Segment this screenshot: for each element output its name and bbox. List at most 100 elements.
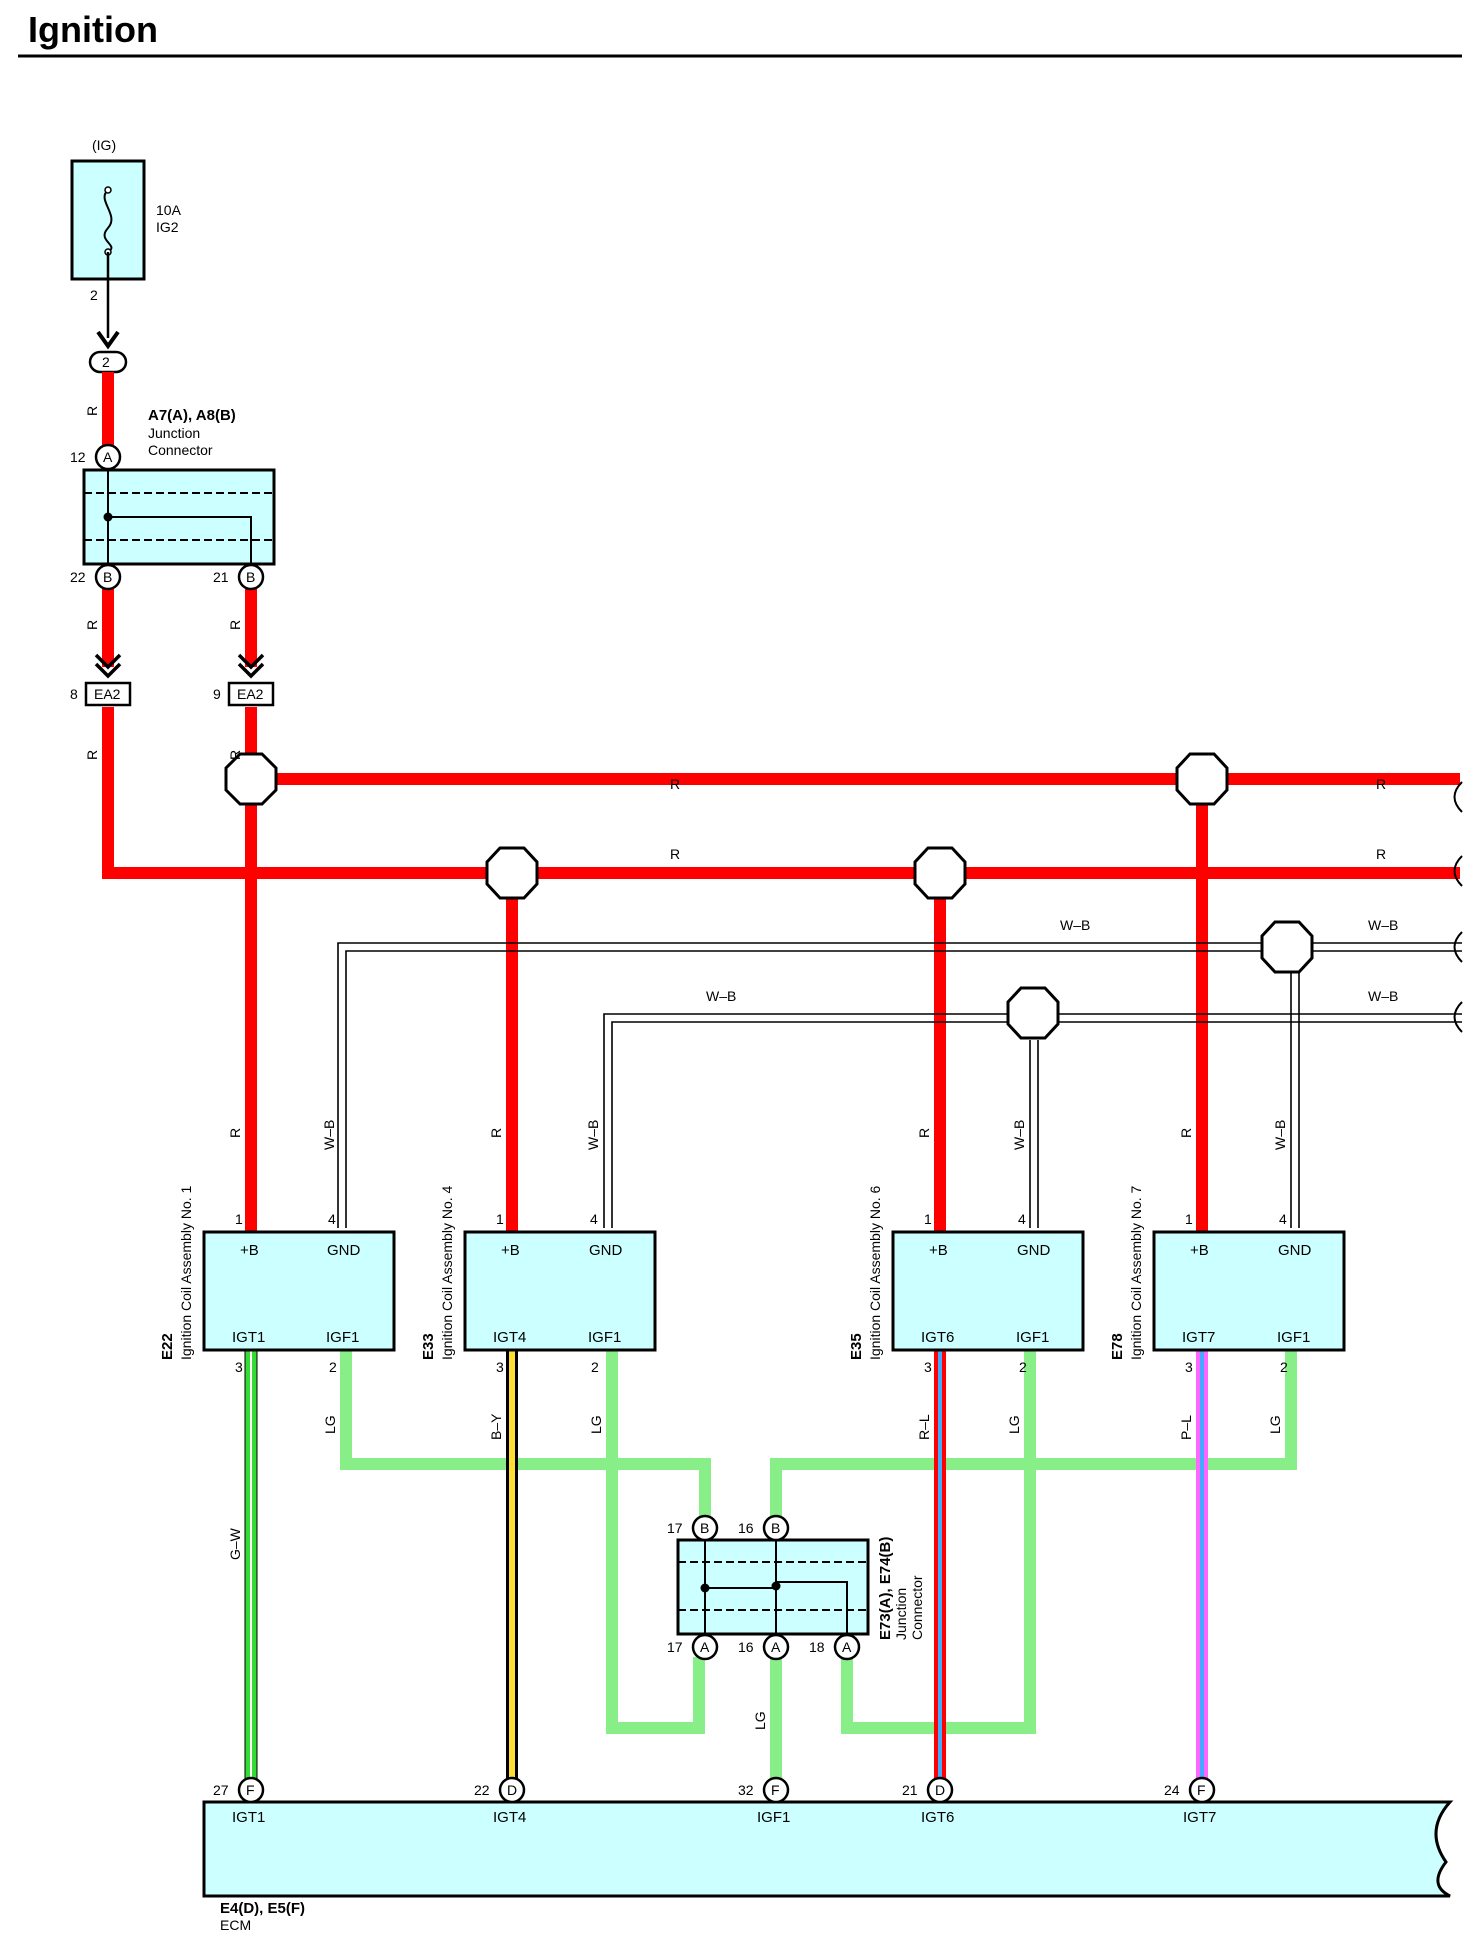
svg-text:A: A — [842, 1639, 852, 1655]
svg-text:R–L: R–L — [916, 1414, 932, 1440]
svg-text:B: B — [771, 1520, 780, 1536]
jc-e73-name2: Connector — [909, 1575, 925, 1640]
fuse-arrow-icon — [96, 330, 120, 350]
svg-text:32: 32 — [738, 1782, 754, 1798]
svg-text:A: A — [700, 1639, 710, 1655]
splice-points — [224, 752, 1314, 1040]
jc-e73-id: E73(A), E74(B) — [877, 1537, 894, 1640]
svg-text:IGT6: IGT6 — [921, 1329, 954, 1346]
svg-text:3: 3 — [1185, 1359, 1193, 1375]
svg-text:27: 27 — [213, 1782, 229, 1798]
svg-text:3: 3 — [235, 1359, 243, 1375]
jc-a7-name1: Junction — [148, 425, 200, 441]
svg-text:A: A — [103, 449, 113, 465]
svg-text:R: R — [916, 1128, 932, 1138]
svg-text:F: F — [771, 1782, 780, 1798]
svg-text:1: 1 — [924, 1211, 932, 1227]
svg-text:R: R — [670, 776, 680, 792]
svg-text:Ignition Coil Assembly No. 7: Ignition Coil Assembly No. 7 — [1128, 1185, 1144, 1360]
svg-text:+B: +B — [1190, 1242, 1209, 1259]
svg-text:1: 1 — [1185, 1211, 1193, 1227]
fuse-pin: 2 — [90, 287, 98, 303]
svg-text:IGT4: IGT4 — [493, 1329, 526, 1346]
svg-text:9: 9 — [213, 686, 221, 702]
svg-text:+B: +B — [240, 1242, 259, 1259]
red-wires — [102, 372, 1460, 1233]
wire-break-marks — [1453, 781, 1463, 1033]
fuse-terminal-top — [104, 186, 112, 194]
svg-text:W–B: W–B — [1060, 917, 1090, 933]
svg-text:2: 2 — [1019, 1359, 1027, 1375]
svg-text:1: 1 — [235, 1211, 243, 1227]
svg-text:EA2: EA2 — [237, 686, 264, 702]
fuse-source-label: (IG) — [92, 137, 116, 153]
svg-text:Ignition Coil Assembly No. 4: Ignition Coil Assembly No. 4 — [439, 1185, 455, 1360]
svg-text:W–B: W–B — [1368, 917, 1398, 933]
svg-text:IGF1: IGF1 — [757, 1809, 790, 1826]
svg-text:18: 18 — [809, 1639, 825, 1655]
splice-6 — [1006, 986, 1060, 1040]
red-corner — [102, 867, 114, 879]
svg-text:F: F — [246, 1782, 255, 1798]
svg-text:IGF1: IGF1 — [1016, 1329, 1049, 1346]
svg-text:2: 2 — [329, 1359, 337, 1375]
jc-a7-pins: A 12 B 22 B 21 — [70, 443, 265, 591]
wb-wires — [337, 942, 1462, 1228]
svg-text:2: 2 — [591, 1359, 599, 1375]
svg-text:GND: GND — [327, 1242, 361, 1259]
svg-text:W–B: W–B — [1368, 988, 1398, 1004]
svg-text:R: R — [227, 750, 243, 760]
splice-2 — [1175, 752, 1229, 806]
fuse-element-icon — [103, 189, 113, 253]
svg-text:R: R — [84, 750, 100, 760]
fuse-name: IG2 — [156, 219, 179, 235]
svg-text:4: 4 — [1018, 1211, 1026, 1227]
jc-a7-id: A7(A), A8(B) — [148, 407, 236, 424]
svg-text:LG: LG — [1267, 1415, 1283, 1434]
svg-text:3: 3 — [496, 1359, 504, 1375]
svg-text:1: 1 — [496, 1211, 504, 1227]
svg-text:E22: E22 — [159, 1333, 176, 1360]
svg-text:2: 2 — [1280, 1359, 1288, 1375]
svg-text:IGT7: IGT7 — [1183, 1809, 1216, 1826]
svg-text:B: B — [103, 569, 112, 585]
svg-text:IGT4: IGT4 — [493, 1809, 526, 1826]
svg-text:R: R — [84, 406, 100, 416]
svg-text:B: B — [700, 1520, 709, 1536]
svg-text:4: 4 — [1279, 1211, 1287, 1227]
svg-text:IGT6: IGT6 — [921, 1809, 954, 1826]
svg-text:8: 8 — [70, 686, 78, 702]
jc-e73-name1: Junction — [893, 1588, 909, 1640]
coil-e78: +B GND IGT7 IGF1 1 4 3 2 E78 Ignition Co… — [1109, 1185, 1346, 1375]
coil-e35: +B GND IGT6 IGF1 1 4 3 2 E35 Ignition Co… — [848, 1185, 1085, 1375]
svg-text:+B: +B — [501, 1242, 520, 1259]
svg-text:EA2: EA2 — [94, 686, 121, 702]
svg-text:Ignition Coil Assembly No. 6: Ignition Coil Assembly No. 6 — [867, 1185, 883, 1360]
svg-text:21: 21 — [213, 569, 229, 585]
svg-text:W–B: W–B — [321, 1120, 337, 1150]
splice-1 — [224, 752, 278, 806]
svg-text:IGF1: IGF1 — [1277, 1329, 1310, 1346]
svg-text:IGT1: IGT1 — [232, 1329, 265, 1346]
svg-text:R: R — [670, 846, 680, 862]
svg-text:4: 4 — [328, 1211, 336, 1227]
svg-text:G–W: G–W — [227, 1527, 243, 1560]
svg-text:GND: GND — [589, 1242, 623, 1259]
svg-text:IGF1: IGF1 — [326, 1329, 359, 1346]
svg-text:LG: LG — [1006, 1415, 1022, 1434]
splice-3 — [485, 846, 539, 900]
svg-text:4: 4 — [590, 1211, 598, 1227]
svg-text:GND: GND — [1017, 1242, 1051, 1259]
svg-text:IGT7: IGT7 — [1182, 1329, 1215, 1346]
svg-text:D: D — [935, 1782, 945, 1798]
svg-text:21: 21 — [902, 1782, 918, 1798]
splice-4 — [913, 846, 967, 900]
svg-text:12: 12 — [70, 449, 86, 465]
svg-text:P–L: P–L — [1178, 1415, 1194, 1440]
page-title: Ignition — [28, 9, 158, 50]
jc-e73-internal — [678, 1540, 868, 1634]
svg-text:22: 22 — [70, 569, 86, 585]
svg-text:Ignition Coil Assembly No. 1: Ignition Coil Assembly No. 1 — [178, 1185, 194, 1360]
jc-a7-name2: Connector — [148, 442, 213, 458]
ea2-right — [227, 681, 275, 707]
